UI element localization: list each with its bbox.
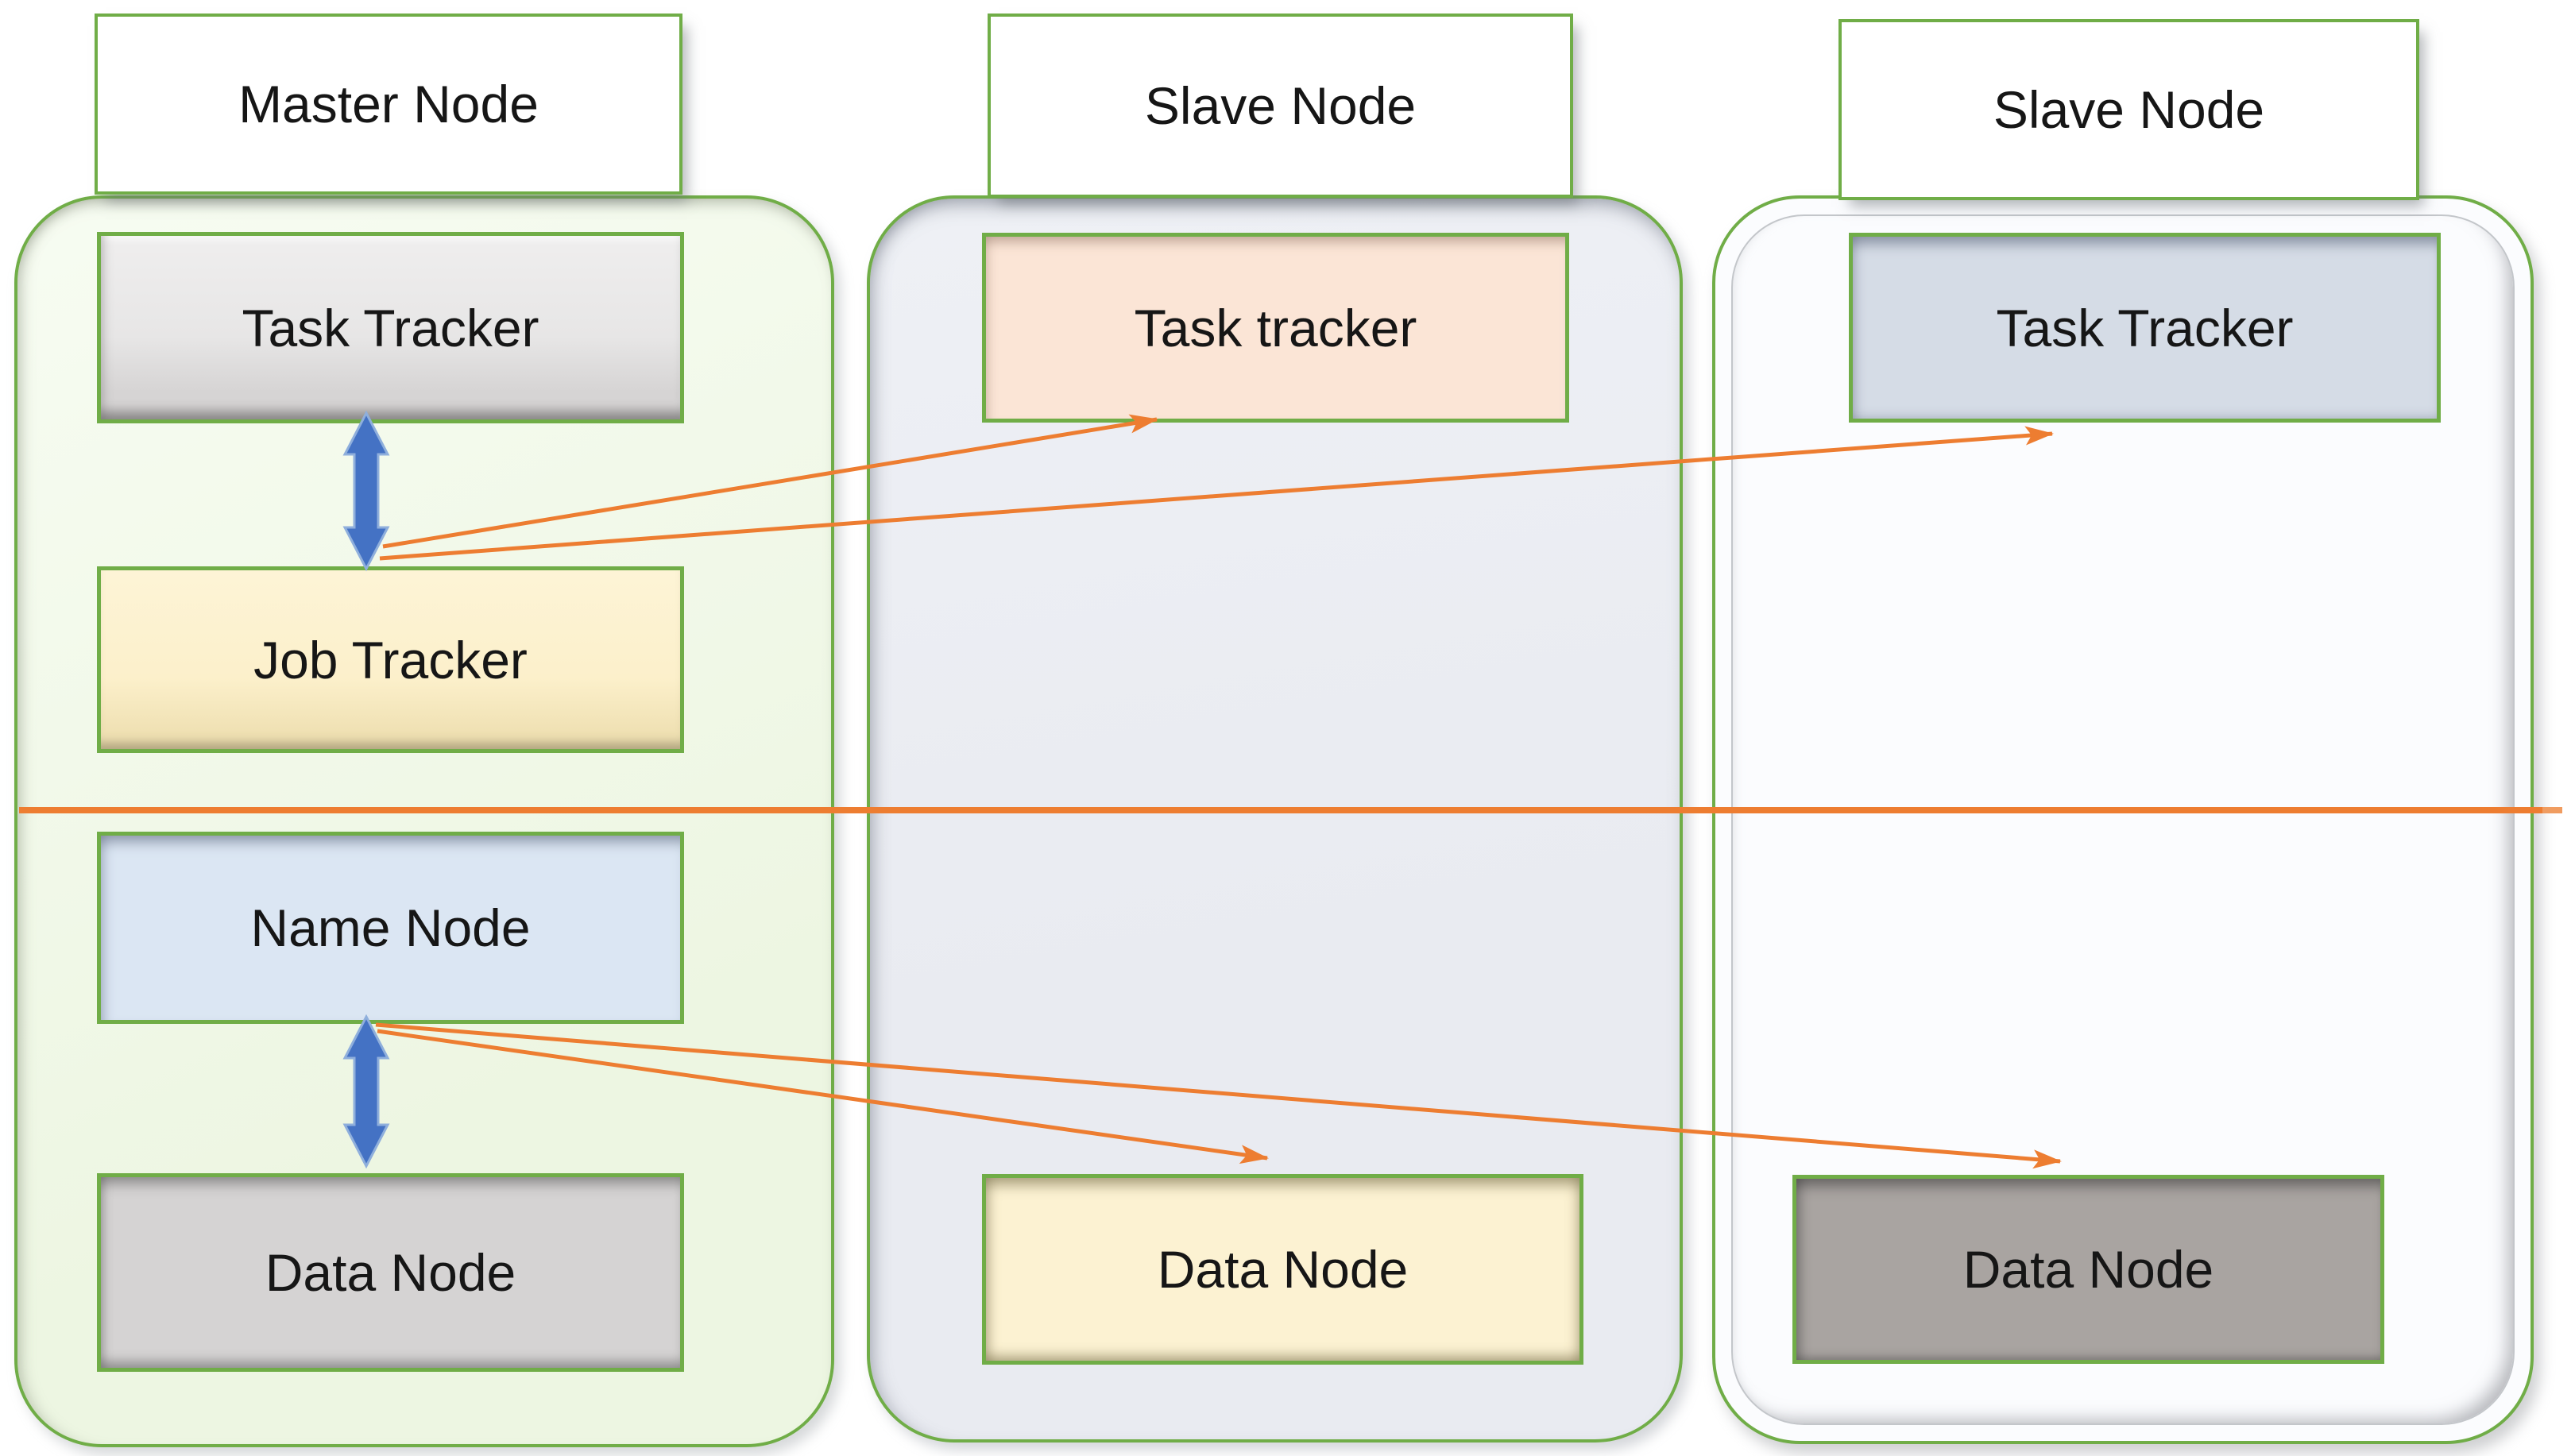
master-name-node-box: Name Node: [97, 832, 684, 1024]
slave1-task-tracker-box: Task tracker: [982, 233, 1569, 423]
layer-divider-line-tip: [2542, 807, 2562, 813]
slave-node-2-title: Slave Node: [1838, 19, 2419, 200]
master-node-title: Master Node: [95, 14, 682, 195]
master-data-node-box: Data Node: [97, 1173, 684, 1372]
slave1-data-node-box: Data Node: [982, 1174, 1583, 1365]
master-job-tracker-box: Job Tracker: [97, 566, 684, 753]
slave2-data-node-box: Data Node: [1792, 1175, 2384, 1364]
slave-node-1-title: Slave Node: [988, 14, 1573, 198]
slave2-task-tracker-box: Task Tracker: [1849, 233, 2441, 423]
slave-node-2-inner-frame: [1731, 214, 2515, 1425]
master-task-tracker-box: Task Tracker: [97, 232, 684, 423]
